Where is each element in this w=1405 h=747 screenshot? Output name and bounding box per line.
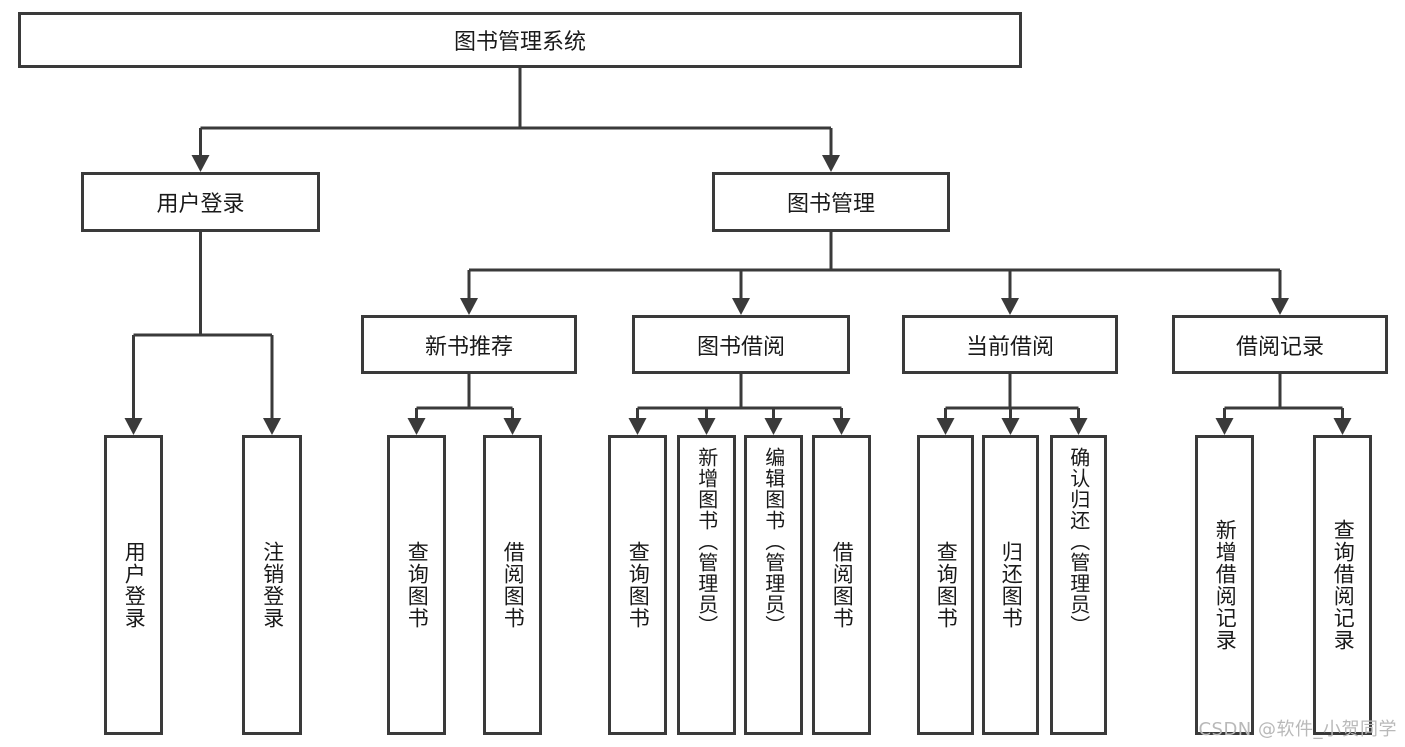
arrow-head-borrow-record-to-br-query — [1333, 418, 1352, 435]
arrow-head-book-borrow-to-bb-edit — [764, 418, 783, 435]
node-box-br-query — [1313, 435, 1372, 735]
node-box-root — [18, 12, 1022, 68]
arrow-head-book-management-to-borrow-record — [1271, 298, 1289, 315]
node-box-user-login — [81, 172, 320, 232]
node-box-bb-borrow — [812, 435, 871, 735]
arrow-head-book-management-to-new-book-rec — [460, 298, 478, 315]
arrow-head-book-borrow-to-bb-borrow — [832, 418, 851, 435]
arrow-head-current-borrow-to-cb-query — [936, 418, 955, 435]
connectors-layer — [124, 68, 1352, 435]
node-box-cb-return — [982, 435, 1039, 735]
boxes-layer — [18, 12, 1388, 735]
node-box-bb-query — [608, 435, 667, 735]
node-box-book-management — [712, 172, 950, 232]
node-box-nbr-query — [387, 435, 446, 735]
arrow-head-user-login-to-leaf-user-login — [124, 418, 143, 435]
arrow-head-user-login-to-leaf-logout — [263, 418, 281, 435]
node-box-br-add — [1195, 435, 1254, 735]
node-box-cb-confirm — [1050, 435, 1107, 735]
node-box-borrow-record — [1172, 315, 1388, 374]
node-box-nbr-borrow — [483, 435, 542, 735]
node-box-cb-query — [917, 435, 974, 735]
node-box-bb-edit — [744, 435, 803, 735]
node-box-leaf-logout — [242, 435, 302, 735]
node-box-leaf-user-login — [104, 435, 163, 735]
arrow-head-new-book-rec-to-nbr-query — [407, 418, 426, 435]
watermark: CSDN @软件_小贺同学 — [1198, 719, 1397, 740]
arrow-head-new-book-rec-to-nbr-borrow — [503, 418, 522, 435]
arrow-head-current-borrow-to-cb-confirm — [1069, 418, 1088, 435]
node-box-current-borrow — [902, 315, 1118, 374]
arrow-head-current-borrow-to-cb-return — [1001, 418, 1020, 435]
arrow-head-borrow-record-to-br-add — [1215, 418, 1234, 435]
arrow-head-root-to-book-management — [822, 155, 840, 172]
arrow-head-book-management-to-current-borrow — [1001, 298, 1019, 315]
arrow-head-book-borrow-to-bb-add — [697, 418, 716, 435]
node-box-new-book-rec — [361, 315, 577, 374]
node-box-book-borrow — [632, 315, 850, 374]
arrow-head-book-management-to-book-borrow — [732, 298, 750, 315]
node-box-bb-add — [677, 435, 736, 735]
arrow-head-book-borrow-to-bb-query — [628, 418, 647, 435]
arrow-head-root-to-user-login — [191, 155, 210, 172]
